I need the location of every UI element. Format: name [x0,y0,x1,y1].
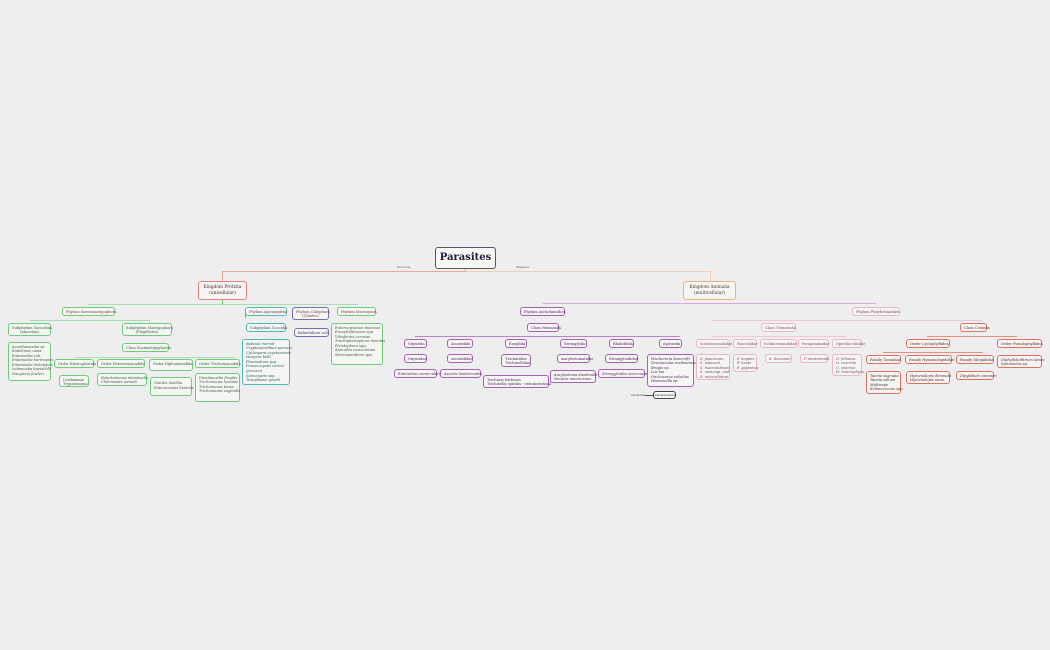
diplomonadida-species[interactable]: Giardia lamblia Enteromonas hominis [150,377,194,396]
family-strongyloididae[interactable]: Strongyloididae [605,354,638,363]
class-zoomastigophorea[interactable]: Class Zoomastigophorea [122,343,171,352]
legend-intestinal-label: intestinal [631,393,646,397]
order-kinetoplastida[interactable]: Order Kinetoplastida [54,359,96,368]
rhabditida-species[interactable]: Strongyloides stercoralis [598,369,648,378]
opisthorchiidae-species[interactable]: O. felineus O. viverrini C. sinensis H. … [832,354,864,376]
edge [30,320,150,321]
order-ascaridida[interactable]: Ascaridida [447,339,473,348]
ascaridida-species[interactable]: Ascaris lumbricoides [440,369,482,378]
hymenolepididae-species[interactable]: Hymenolepis diminuta Hymenolepis nana [906,371,951,384]
class-nematoda[interactable]: Class Nematoda [527,323,561,332]
edge [222,300,223,305]
family-paragonimidae[interactable]: Paragonimidae [798,339,829,348]
edge-label-protozoa: Protozoa [397,265,411,269]
family-hymenolepididae[interactable]: Family Hymenolepididae [905,355,954,364]
kingdom-animalia[interactable]: Kingdom Animalia (multicellular) [683,281,736,300]
edge-animalia-stem [710,271,712,281]
oxyurida-species[interactable]: Enterobius vermicularis [394,369,442,378]
edge-root-animalia [465,271,711,273]
legend-extraintestinal[interactable]: extraintestinal [653,391,676,399]
order-retortamonadida[interactable]: Order Retortamonadida [97,359,145,368]
sarcodina-species[interactable]: Acanthamoeba sp. Endolimax nana Entamoeb… [8,342,53,381]
order-oxyurida[interactable]: Oxyurida [404,339,427,348]
coccidia-species[interactable]: Babesia microti Cryptosporidium parvum C… [242,339,292,385]
fasciolidae-species[interactable]: F. hepatic F. buski F. gigantica [733,354,758,372]
order-enoplida[interactable]: Enoplida [505,339,527,348]
family-fasciolidae[interactable]: Fasciolidae [733,339,757,348]
legend-connector [645,395,653,396]
dilepididae-species[interactable]: Dipylidium caninum [956,371,997,380]
phylum-ciliophora[interactable]: Phylum Ciliophora (Ciliates) [292,307,330,320]
order-rhabditida[interactable]: Rhabditida [609,339,634,348]
root-node-parasites[interactable]: Parasites [435,247,496,269]
family-ancylostomatidae[interactable]: Ancylostomatidae [557,354,593,363]
order-trichomonadida[interactable]: Order Trichomonadida [195,359,241,368]
edge [712,336,847,337]
family-oxyuridae[interactable]: Oxyuridae [404,354,427,363]
subphylum-sarcodina[interactable]: Subphylum Sarcodina (Amoebas) [8,323,52,336]
family-schistosomatidae[interactable]: Schistosomatidae [696,339,732,348]
kingdom-protista[interactable]: Kingdom Protista (unicellular) [198,281,247,300]
edge [543,303,876,304]
ciliophora-species[interactable]: Balantidium coli [294,328,329,337]
family-taeniidae[interactable]: Family Taeniidae [866,355,901,364]
taeniidae-species[interactable]: Taenia saginata Taenia solium Multiceps … [866,371,904,394]
edge [415,336,680,337]
trichomonadida-species[interactable]: Dientamoeba fragilis Trichomonas hominis… [195,373,240,402]
spirurida-species[interactable]: Wuchereria bancrofti Dracunculus medinen… [647,354,696,387]
family-ascarididae[interactable]: Ascarididae [447,354,473,363]
class-trematoda[interactable]: Class Trematoda [761,323,796,332]
kinetoplastida-species[interactable]: Leishmania Trypanosoma [59,375,89,387]
paragonimidae-species[interactable]: P. westermani [800,354,829,363]
edge [75,357,235,358]
family-echinostomatidae[interactable]: Echinostomatidae [760,339,797,348]
schistosomatidae-species[interactable]: S. japonicum, S. mansoni, S. haematobium… [696,354,731,380]
edge [883,352,983,353]
family-dilepididae[interactable]: Family Dilepididae [956,355,994,364]
strongylida-species[interactable]: Ancylostoma duodenale Necator americanus [550,370,597,383]
order-cyclophyllidea[interactable]: Order Cyclophyllidea [906,339,950,348]
family-trichuridae-trichinellidae[interactable]: Trichuridae Trichinellidae [501,354,531,367]
phylum-sarcomastigophora[interactable]: Phylum Sarcomastigophora [62,307,116,316]
echinostomatidae-species[interactable]: E. ilocanum [765,354,792,363]
order-diplomonadida[interactable]: Order Diplomonadida [149,359,193,371]
phylum-apicomplexa[interactable]: Phylum Apicomplexa [245,307,287,316]
subphylum-mastigophora[interactable]: Subphylum Mastigophora (Flagellates) [122,323,173,336]
phylum-platyhelminthes[interactable]: Phylum Platyhelminthes [852,307,900,316]
edge [927,336,1017,337]
edge-root-protista [222,271,467,273]
retortamonadida-species[interactable]: Retortamonas intestinalis Chilomastix me… [97,373,148,386]
enoplida-species[interactable]: Trichuris trichiura Trichinella spiralis… [483,375,551,388]
order-spirurida[interactable]: Spirurida [659,339,682,348]
edge [712,320,982,321]
order-strongylida[interactable]: Strongylida [560,339,587,348]
phylum-microspora[interactable]: Phylum Microspora [337,307,377,316]
microspora-species[interactable]: Enterocytozoon bieneusi Encephalitozoon … [331,323,385,365]
family-opisthorchiidae[interactable]: Opisthorchiidae [832,339,865,348]
order-pseudophyllidea[interactable]: Order Pseudophyllidea [997,339,1043,348]
edge-protista-phyla [88,304,358,305]
edge-root-stem [465,268,467,272]
phylum-aschelminthes[interactable]: Phylum Aschelminthes [520,307,565,316]
edge-protista-stem [222,271,224,281]
class-cestoda[interactable]: Class Cestoda [960,323,990,332]
subphylum-coccidia[interactable]: Subphylum Coccidia [246,323,287,332]
pseudophyllidea-species[interactable]: Diphyllobothrium latum Spirometra sp. [997,355,1045,368]
edge-label-metazoa: Metazoa [516,265,530,269]
